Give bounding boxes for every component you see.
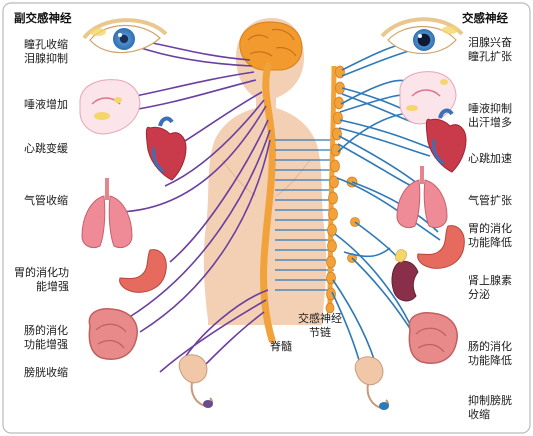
- parasympathetic-header: 副交感神经: [14, 11, 72, 25]
- left-eye-icon: [82, 18, 168, 54]
- left-heart-icon: [145, 116, 187, 181]
- left-label-trachea: 气管收缩: [24, 194, 68, 207]
- left-label-pupil: 瞳孔收缩 泪腺抑制: [24, 38, 68, 65]
- spinal-cord-label: 脊髓: [270, 340, 292, 353]
- left-label-stomach: 胃的消化功 能增强: [14, 266, 69, 293]
- right-intestine-icon: [408, 312, 458, 364]
- right-eye-icon: [380, 17, 464, 55]
- right-label-saliva: 唾液抑制 出汗增多: [468, 102, 512, 129]
- sympathetic-chain: [325, 65, 360, 314]
- spinal-cord: [259, 62, 276, 344]
- adrenal-kidney-icon: [391, 249, 419, 302]
- left-label-intestine: 肠的消化 功能增强: [24, 324, 68, 351]
- right-label-trachea: 气管扩张: [468, 194, 512, 207]
- sympathetic-header: 交感神经: [462, 11, 508, 25]
- left-label-saliva: 唾液增加: [24, 98, 68, 111]
- right-label-bladder: 抑制膀胱 收缩: [468, 394, 512, 421]
- brain-icon: [239, 21, 303, 71]
- right-label-stomach: 胃的消化 功能降低: [468, 222, 512, 249]
- right-lungs-icon: [396, 166, 448, 229]
- right-label-adrenal: 肾上腺素 分泌: [468, 274, 512, 301]
- right-heart-icon: [425, 108, 467, 173]
- spine-connections: [275, 139, 334, 291]
- left-stomach-icon: [119, 249, 167, 293]
- right-mouth-icon: [399, 71, 457, 125]
- right-stomach-icon: [417, 225, 465, 269]
- right-label-heart: 心跳加速: [468, 152, 512, 165]
- left-lungs-icon: [81, 178, 133, 249]
- left-mouth-icon: [79, 79, 141, 135]
- right-label-pupil: 泪腺兴奋 瞳孔扩张: [468, 36, 512, 63]
- left-bladder-icon: [178, 354, 214, 408]
- right-bladder-icon: [354, 356, 390, 410]
- right-label-intestine: 肠的消化 功能降低: [468, 340, 512, 367]
- left-intestine-icon: [88, 308, 138, 360]
- sympathetic-chain-label: 交感神经 节链: [298, 312, 342, 339]
- left-label-bladder: 膀胱收缩: [24, 366, 68, 379]
- left-label-heart: 心跳变缓: [24, 142, 68, 155]
